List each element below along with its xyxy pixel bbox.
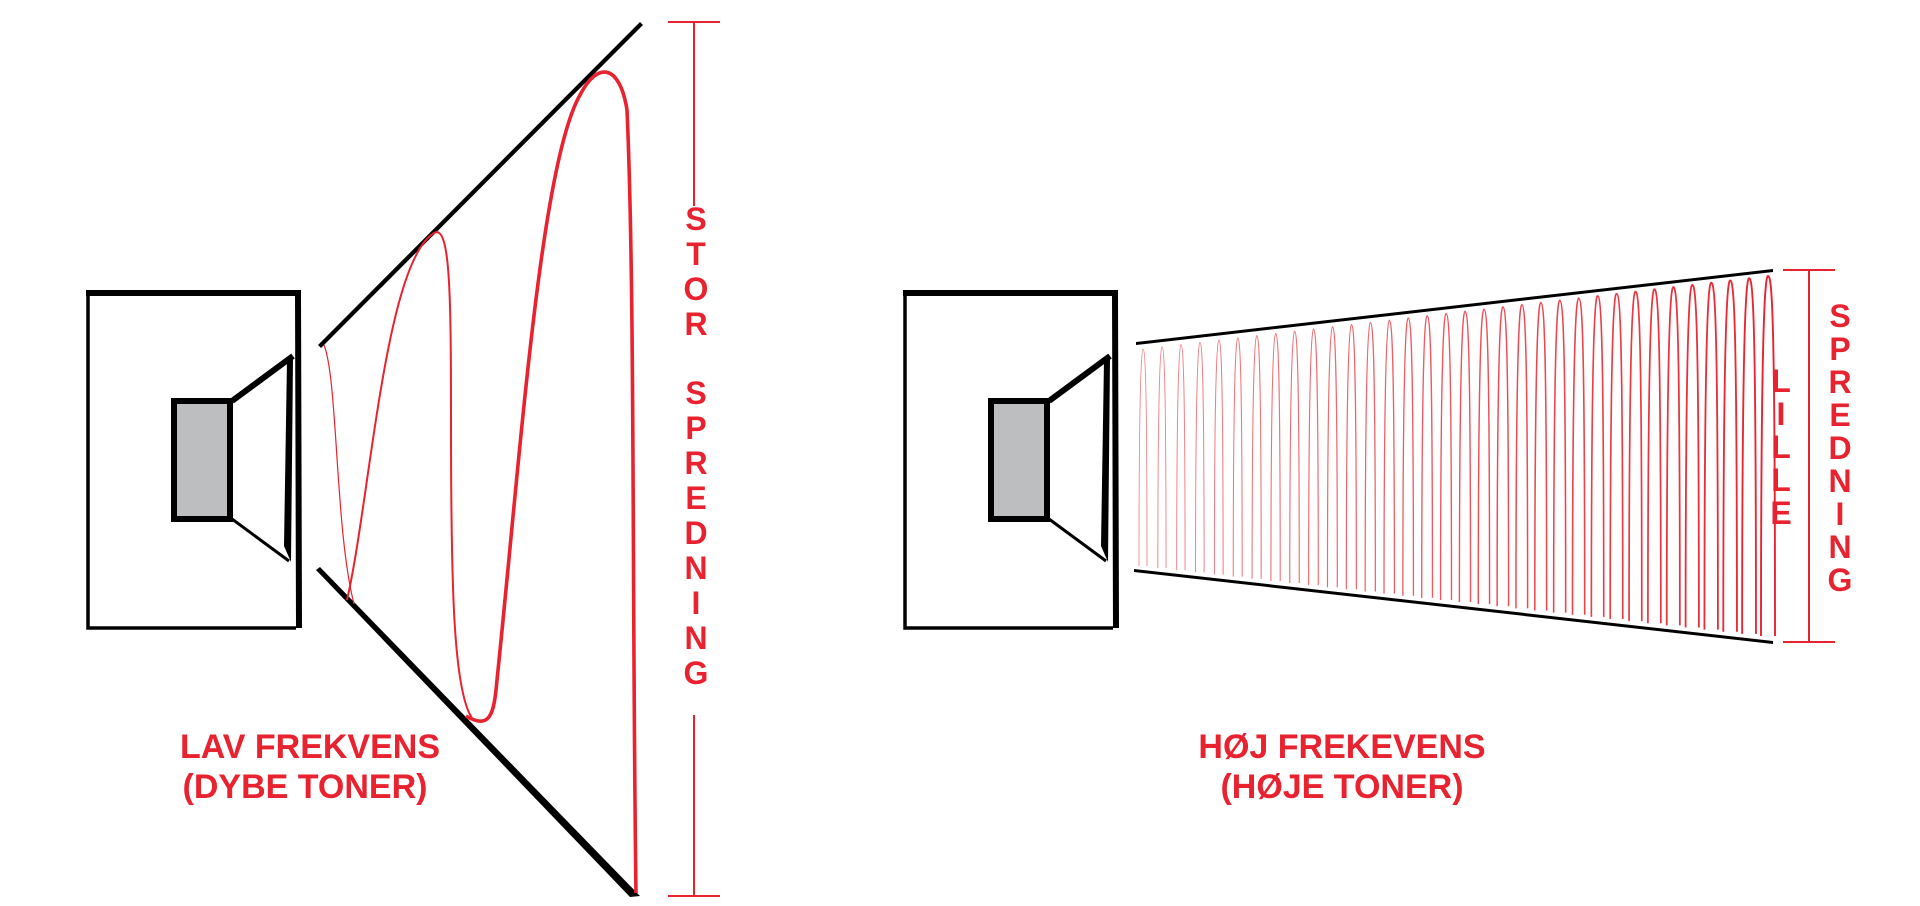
sound-wave-loop (1665, 286, 1681, 626)
speaker-cabinet-low (86, 290, 302, 630)
sound-wave-loop (1703, 281, 1719, 630)
sound-wave-loop (1590, 295, 1605, 617)
sound-wave-loop (1458, 310, 1472, 603)
caption-high-line1: HØJ FREKEVENS (1198, 728, 1485, 766)
caption-low-line1: LAV FREKVENS (180, 728, 440, 766)
dispersion-edge-lower-low (316, 567, 640, 897)
sound-wave-loop (1176, 344, 1186, 571)
dispersion-edge-upper-low (318, 22, 643, 348)
sound-wave-loop (1684, 283, 1700, 628)
sound-wave-loop (1251, 335, 1262, 579)
sound-wave-loop (1213, 339, 1224, 575)
sound-wave-loop (1289, 330, 1300, 583)
sound-wave-loop (1402, 317, 1415, 596)
sound-wave-loop (1515, 304, 1529, 609)
sound-wave-loop (1647, 288, 1662, 624)
sound-wave-loop (1760, 275, 1776, 637)
sound-wave-loop (1232, 337, 1243, 577)
sound-wave-loop (1157, 346, 1167, 569)
sound-wave-loop (1722, 279, 1738, 632)
speaker-cabinet-high (903, 290, 1119, 630)
sound-wave-loop (1477, 308, 1491, 605)
sound-wave-loop (1628, 290, 1643, 622)
caption-low-line2: (DYBE TONER) (183, 768, 428, 806)
sound-wave-loop (1383, 319, 1396, 594)
sound-wave-loop (1270, 332, 1281, 581)
sound-wave-loop (1195, 341, 1205, 573)
sound-wave-loop (1138, 348, 1148, 567)
speaker-driver-high (988, 353, 1112, 563)
dimension-bar-high (1783, 269, 1835, 643)
dispersion-edge-lower-high (1134, 569, 1773, 644)
sound-wave-loop (1741, 277, 1757, 634)
sound-wave-loop (1552, 299, 1567, 613)
sound-wave-loop (1421, 315, 1434, 598)
sound-waves-low (323, 70, 638, 894)
sound-wave-loop (1326, 326, 1338, 588)
sound-wave-loop (1534, 301, 1548, 611)
sound-wave-loop (1571, 297, 1586, 615)
sound-wave-loop (1439, 312, 1453, 600)
speaker-driver-low (171, 353, 295, 563)
sound-wave-loop (1308, 328, 1319, 586)
dimension-bar-low (668, 21, 720, 897)
sound-wave-loop (1345, 324, 1357, 590)
caption-high-line2: (HØJE TONER) (1220, 768, 1463, 806)
sound-wave-loop (1496, 306, 1510, 607)
sound-wave-loop (1609, 292, 1624, 620)
sound-wave-loop (1364, 321, 1376, 592)
dispersion-edge-upper-high (1136, 269, 1773, 345)
sound-waves-high (1138, 275, 1776, 637)
